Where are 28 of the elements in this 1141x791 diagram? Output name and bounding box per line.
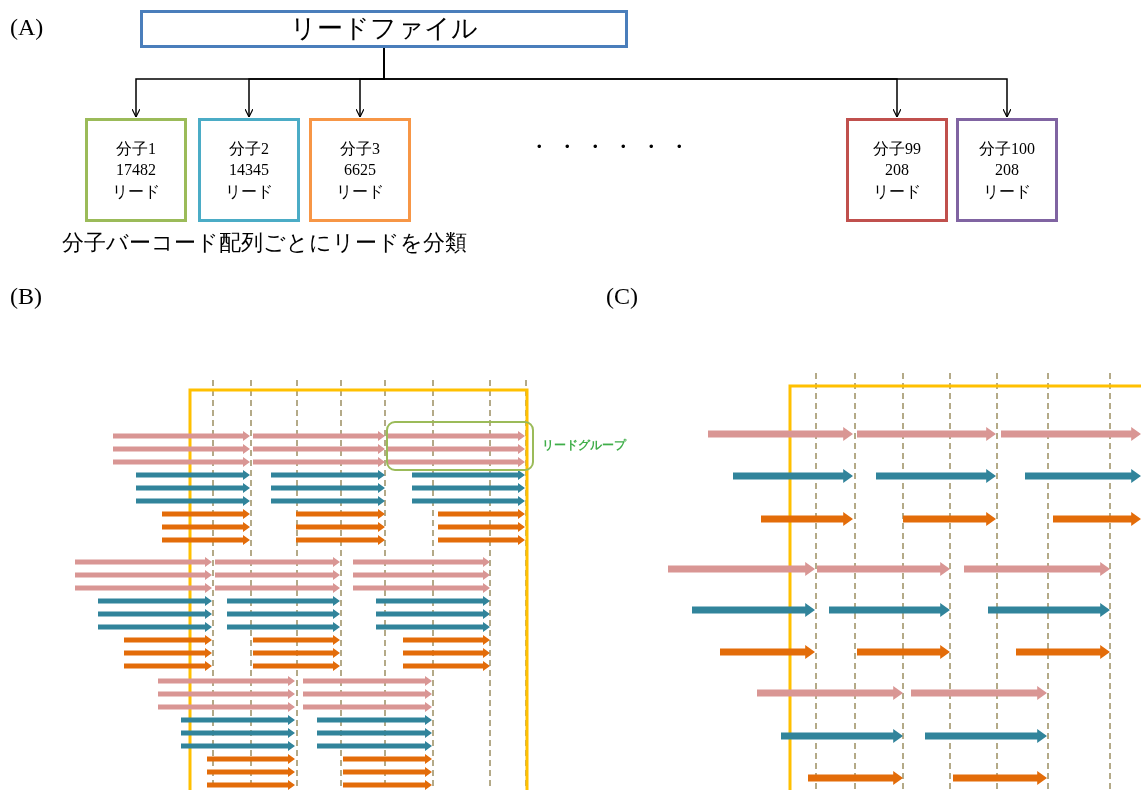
molecule-box (956, 118, 1058, 222)
box-text: リード (873, 181, 921, 202)
molecule-box (309, 118, 411, 222)
molecule-box (198, 118, 300, 222)
box-text: 分子1 (116, 138, 156, 159)
box-text: 分子100 (979, 138, 1035, 159)
box-text: 分子3 (340, 138, 380, 159)
ellipsis-text: ・・・・・・ (528, 133, 696, 161)
file-box (140, 10, 628, 48)
box-text: 分子99 (873, 138, 921, 159)
box-text: 17482 (116, 160, 156, 181)
box-text: リード (225, 181, 273, 202)
box-text: 208 (885, 160, 909, 181)
box-text: 分子2 (229, 138, 269, 159)
box-text: リード (112, 181, 160, 202)
group-label: リードグループ (542, 437, 626, 454)
box-text: リード (983, 181, 1031, 202)
panel-label: (A) (10, 14, 44, 41)
box-text: 6625 (344, 160, 376, 181)
box-text: 208 (995, 160, 1019, 181)
box-text: リード (336, 181, 384, 202)
caption-text: 分子バーコード配列ごとにリードを分類 (62, 229, 467, 257)
panel-label: (C) (606, 283, 638, 310)
box-text: 14345 (229, 160, 269, 181)
panel-label: (B) (10, 283, 42, 310)
molecule-box (846, 118, 948, 222)
box-text: リードファイル (290, 13, 478, 46)
molecule-box (85, 118, 187, 222)
